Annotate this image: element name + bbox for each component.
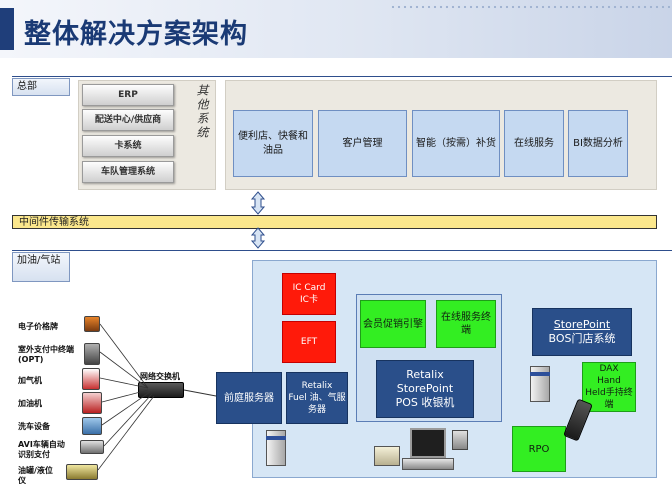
section-label-hq: 总部 [12, 78, 70, 96]
front-server-box: 前庭服务器 [216, 372, 282, 424]
hq-system-card: 卡系统 [82, 135, 174, 157]
tank-gauge-icon [66, 464, 98, 480]
network-switch-icon [138, 382, 184, 398]
device-label-carwash: 洗车设备 [18, 422, 50, 431]
avi-reader-icon [80, 440, 104, 454]
price-sign-icon [84, 316, 100, 332]
server-tower-stripe [266, 436, 286, 440]
hq-module-bi: BI数据分析 [568, 110, 628, 177]
other-systems-label: 其他系统 [195, 84, 209, 140]
rpo-box: RPO [512, 426, 566, 472]
network-switch-label: 网络交换机 [140, 372, 180, 381]
device-label-tank: 油罐/液位仪 [18, 466, 53, 485]
online-terminal-box: 在线服务终端 [436, 300, 496, 348]
station-divider [12, 250, 672, 251]
hq-module-crm: 客户管理 [318, 110, 407, 177]
pos-monitor-icon [410, 428, 446, 458]
member-promo-box: 会员促销引擎 [360, 300, 426, 348]
section-label-station: 加油/气站 [12, 252, 70, 282]
bos-server-stripe [530, 372, 550, 376]
device-label-gas-dispenser: 加气机 [18, 376, 42, 385]
hq-module-online: 在线服务 [504, 110, 564, 177]
carwash-icon [82, 417, 102, 435]
middleware-bar: 中间件传输系统 [12, 215, 657, 229]
receipt-printer-icon [374, 446, 400, 466]
hq-divider [12, 76, 672, 77]
title-accent [0, 8, 14, 50]
fuel-dispenser-icon [82, 392, 102, 414]
opt-terminal-icon [84, 343, 100, 365]
card-reader-icon [452, 430, 468, 450]
gas-dispenser-icon [82, 368, 100, 390]
title-decoration [390, 4, 672, 10]
hq-module-replenishment: 智能（按需）补货 [412, 110, 500, 177]
hq-system-distribution: 配送中心/供应商 [82, 109, 174, 131]
hq-system-erp: ERP [82, 84, 174, 106]
hq-module-convenience: 便利店、快餐和油品 [233, 110, 313, 177]
device-label-price-sign: 电子价格牌 [18, 322, 58, 331]
hq-system-fleet: 车队管理系统 [82, 161, 174, 183]
pos-terminal-base-icon [402, 458, 454, 470]
eft-box: EFT [282, 321, 336, 363]
device-label-opt: 室外支付中终端 (OPT) [18, 345, 74, 364]
device-label-fuel-dispenser: 加油机 [18, 399, 42, 408]
device-label-avi: AVI车辆自动识别支付 [18, 440, 65, 459]
page-title: 整体解决方案架构 [24, 19, 248, 50]
